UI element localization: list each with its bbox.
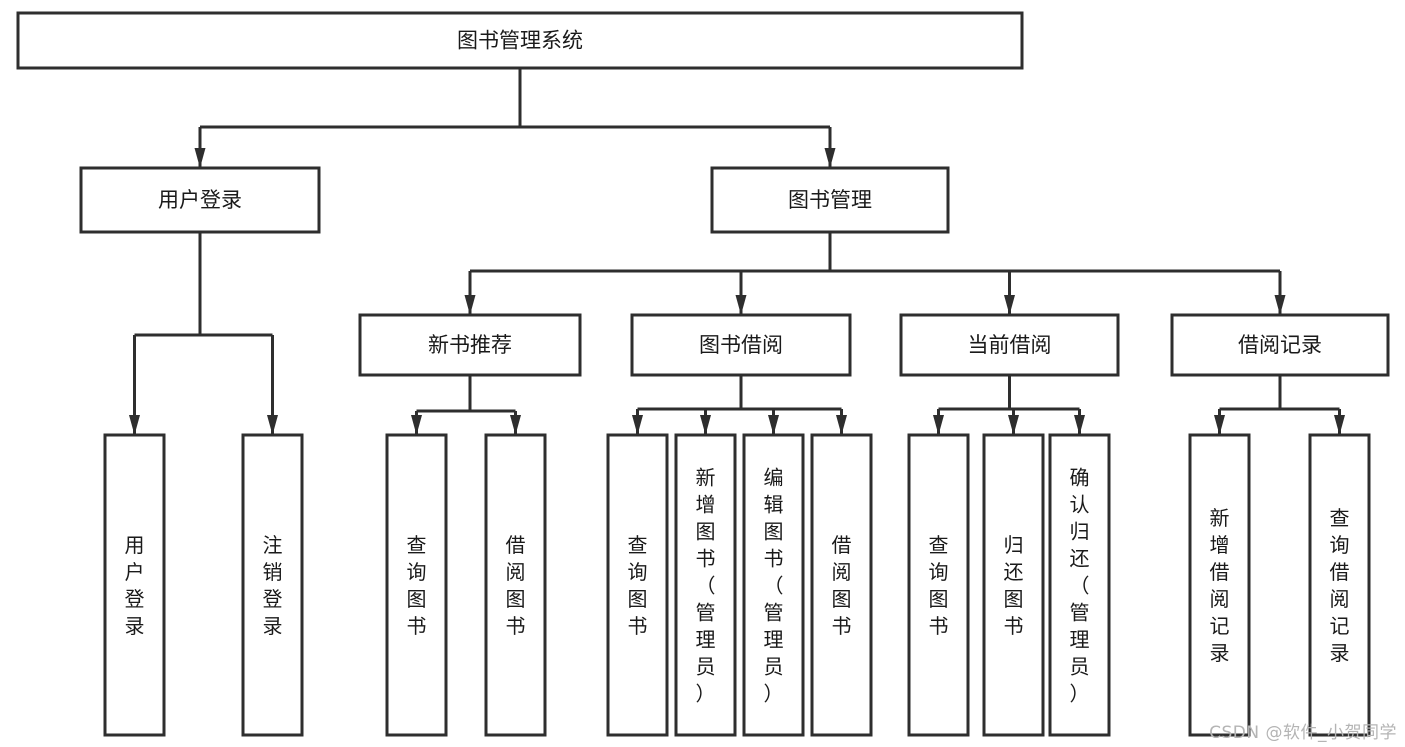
node-label: 图书管理系统	[457, 29, 583, 53]
node-label: 新增图书（管理员）	[696, 466, 716, 706]
node-leaf: 新增借阅记录	[1188, 433, 1251, 737]
arrow-head-icon	[411, 415, 422, 435]
node-label: 查询图书	[929, 533, 949, 638]
arrow-head-icon	[836, 415, 847, 435]
arrow-head-icon	[129, 415, 140, 435]
node-box	[710, 166, 950, 234]
node-label: 新书推荐	[428, 333, 512, 357]
node-box	[358, 313, 582, 377]
node-label: 查询借阅记录	[1330, 506, 1350, 665]
arrow-head-icon	[1074, 415, 1085, 435]
arrow-head-icon	[1214, 415, 1225, 435]
node-box	[674, 433, 737, 737]
arrow-head-icon	[735, 295, 747, 315]
arrow-head-icon	[267, 415, 278, 435]
node-box	[899, 313, 1120, 377]
node-box	[1170, 313, 1390, 377]
node-label: 当前借阅	[968, 333, 1052, 357]
node-box	[810, 433, 873, 737]
node-leaf: 借阅图书	[810, 433, 873, 737]
node-label: 查询图书	[628, 533, 648, 638]
node-branch: 图书借阅	[630, 313, 852, 377]
node-box	[1308, 433, 1371, 737]
node-root: 图书管理系统	[16, 11, 1024, 70]
node-label: 借阅图书	[506, 533, 526, 638]
arrow-head-icon	[1274, 295, 1286, 315]
node-leaf: 借阅图书	[484, 433, 547, 737]
node-leaf: 查询借阅记录	[1308, 433, 1371, 737]
node-leaf: 用户登录	[103, 433, 166, 737]
node-branch: 用户登录	[79, 166, 321, 234]
node-label: 查询图书	[407, 533, 427, 638]
node-label: 编辑图书（管理员）	[764, 466, 784, 706]
node-box	[16, 11, 1024, 70]
arrow-head-icon	[933, 415, 944, 435]
node-leaf: 查询图书	[606, 433, 669, 737]
arrow-head-icon	[700, 415, 711, 435]
node-label: 用户登录	[158, 188, 242, 212]
node-label: 注销登录	[263, 533, 283, 638]
arrow-head-icon	[1334, 415, 1345, 435]
node-box	[241, 433, 304, 737]
node-box	[103, 433, 166, 737]
node-branch: 图书管理	[710, 166, 950, 234]
node-label: 新增借阅记录	[1210, 506, 1230, 665]
node-label: 借阅记录	[1238, 333, 1322, 357]
connector-layer	[129, 68, 1345, 435]
arrow-head-icon	[510, 415, 521, 435]
node-leaf: 注销登录	[241, 433, 304, 737]
node-branch: 借阅记录	[1170, 313, 1390, 377]
node-leaf: 确认归还（管理员）	[1048, 433, 1111, 737]
node-label: 归还图书	[1004, 533, 1024, 638]
node-leaf: 新增图书（管理员）	[674, 433, 737, 737]
node-box	[484, 433, 547, 737]
node-label: 确认归还（管理员）	[1070, 466, 1090, 706]
node-branch: 当前借阅	[899, 313, 1120, 377]
node-box	[79, 166, 321, 234]
node-box	[907, 433, 970, 737]
node-leaf: 归还图书	[982, 433, 1045, 737]
arrow-head-icon	[768, 415, 779, 435]
node-box	[1048, 433, 1111, 737]
arrow-head-icon	[632, 415, 643, 435]
arrow-head-icon	[824, 148, 836, 168]
node-label: 图书借阅	[699, 333, 783, 357]
node-layer: 图书管理系统用户登录图书管理新书推荐图书借阅当前借阅借阅记录用户登录注销登录查询…	[16, 11, 1390, 737]
node-leaf: 编辑图书（管理员）	[742, 433, 805, 737]
node-label: 图书管理	[788, 188, 872, 212]
arrow-head-icon	[1008, 415, 1019, 435]
node-box	[385, 433, 448, 737]
arrow-head-icon	[1004, 295, 1015, 315]
node-box	[1188, 433, 1251, 737]
node-label: 用户登录	[125, 533, 145, 638]
node-box	[742, 433, 805, 737]
arrow-head-icon	[464, 295, 476, 315]
node-box	[982, 433, 1045, 737]
node-box	[606, 433, 669, 737]
node-leaf: 查询图书	[907, 433, 970, 737]
node-box	[630, 313, 852, 377]
node-leaf: 查询图书	[385, 433, 448, 737]
arrow-head-icon	[194, 148, 206, 168]
node-branch: 新书推荐	[358, 313, 582, 377]
node-label: 借阅图书	[832, 533, 852, 638]
